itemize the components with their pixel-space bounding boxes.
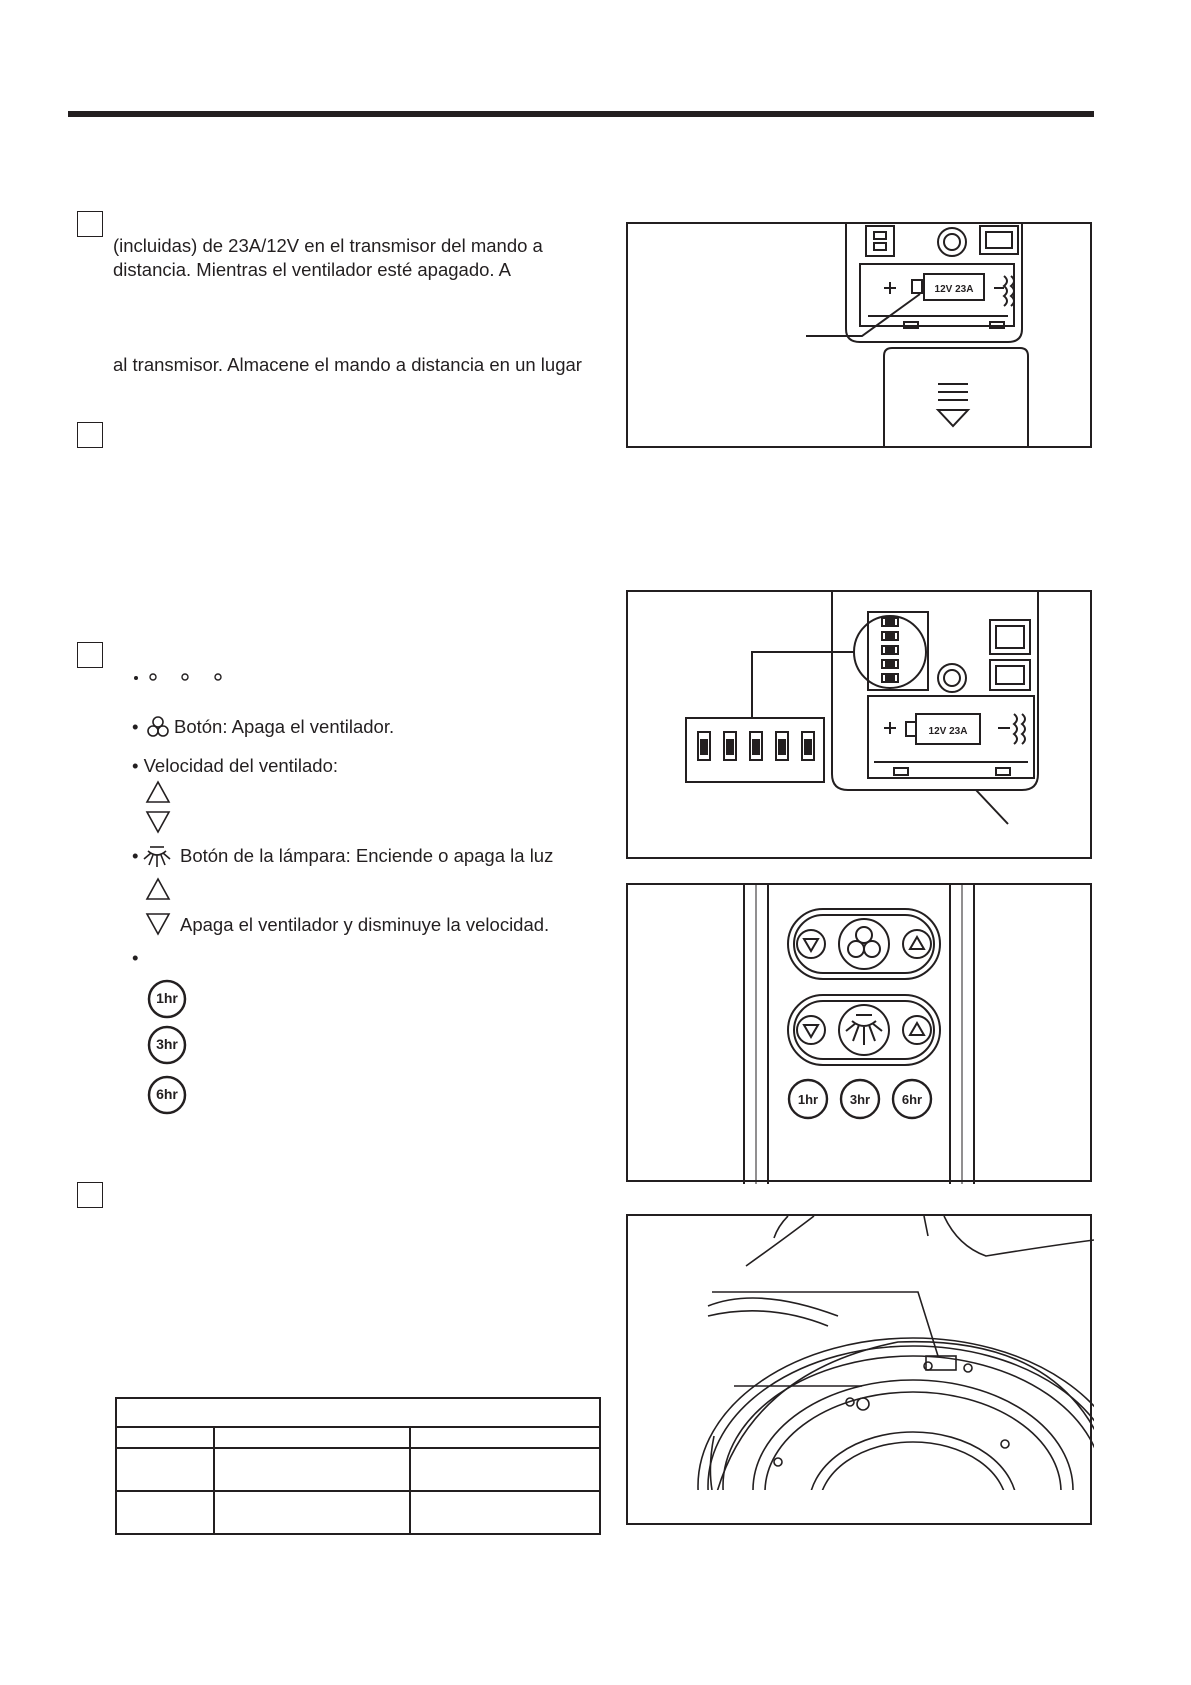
table-row: [115, 1426, 601, 1449]
battery-label-2: 12V 23A: [929, 726, 968, 737]
light-triangle-up-icon: [145, 877, 171, 906]
triangle-up-icon: [145, 780, 171, 809]
remote-timer-3hr: 3hr: [850, 1092, 870, 1107]
step-checkbox-1: [77, 211, 103, 237]
remote-diagram: 1hr 3hr 6hr: [743, 885, 975, 1184]
timer-1hr-label: 1hr: [156, 990, 178, 1006]
step-checkbox-4: [77, 1182, 103, 1208]
table-cell: [115, 1426, 215, 1449]
light-button-text: Botón de la lámpara: Enciende o apaga la…: [180, 845, 554, 866]
table-row: [115, 1447, 601, 1492]
figure-battery-compartment: 12V 23A: [626, 222, 1092, 448]
table-cell: [115, 1490, 215, 1535]
remote-timer-6hr: 6hr: [902, 1092, 922, 1107]
timer-1hr-icon: 1hr: [147, 979, 187, 1019]
table-cell: [409, 1447, 601, 1492]
table-header-row: [115, 1397, 601, 1428]
fan-speed-title: • Velocidad del ventilado:: [132, 755, 339, 776]
battery-diagram: 12V 23A: [806, 224, 1029, 448]
triangle-down-icon: [145, 810, 171, 839]
table-cell: [115, 1447, 215, 1492]
timer-3hr-label: 3hr: [156, 1036, 178, 1052]
table-cell: [213, 1426, 411, 1449]
battery-label-1: 12V 23A: [935, 284, 974, 295]
fan-off-text: Botón: Apaga el ventilador.: [174, 716, 395, 737]
section1-line-1: (incluidas) de 23A/12V en el transmisor …: [113, 235, 543, 256]
table-cell: [213, 1447, 411, 1492]
table-cell: [213, 1490, 411, 1535]
settings-table: [115, 1397, 601, 1535]
header-rule: [68, 111, 1094, 117]
table-header-cell: [115, 1397, 601, 1428]
table-cell: [409, 1490, 601, 1535]
section1-line-3: al transmisor. Almacene el mando a dista…: [113, 354, 582, 375]
light-bullet: •: [132, 845, 139, 866]
step-checkbox-2: [77, 422, 103, 448]
step-checkbox-3: [77, 642, 103, 668]
dip-switch-diagram: 12V 23A: [685, 592, 1039, 825]
fan-off-row: •: [132, 716, 139, 737]
dip-dots-row: [132, 668, 222, 690]
table-row: [115, 1490, 601, 1535]
light-triangle-down-icon: [145, 912, 171, 941]
remote-timer-1hr: 1hr: [798, 1092, 818, 1107]
timer-6hr-icon: 6hr: [147, 1075, 187, 1115]
dip-dots-icon: [134, 673, 222, 681]
section1-line-2: distancia. Mientras el ventilador esté a…: [113, 259, 511, 280]
figure-fan-receiver: [626, 1214, 1094, 1525]
fan-icon: [146, 715, 170, 744]
fan-receiver-diagram: [697, 1216, 1094, 1490]
timer-3hr-icon: 3hr: [147, 1025, 187, 1065]
figure-remote-front: 1hr 3hr 6hr: [626, 883, 1092, 1184]
table-cell: [409, 1426, 601, 1449]
light-icon: [142, 843, 172, 874]
light-down-text: Apaga el ventilador y disminuye la veloc…: [180, 914, 550, 935]
timer-6hr-label: 6hr: [156, 1086, 178, 1102]
timer-bullet: •: [132, 947, 139, 968]
figure-dip-switches: 12V 23A: [626, 590, 1092, 859]
